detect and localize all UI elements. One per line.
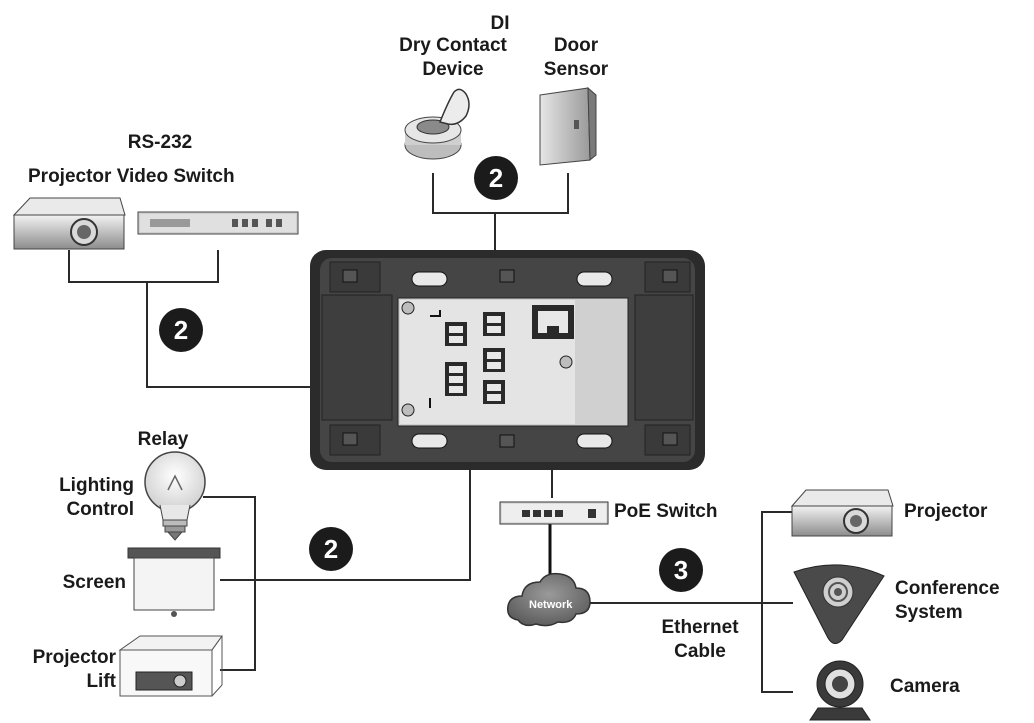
camera-icon	[809, 660, 871, 721]
endpoint-bracket	[761, 511, 793, 693]
projector-video-switch-label: Projector Video Switch	[28, 166, 235, 187]
dry-contact-device-label: Dry Contact Device	[378, 34, 528, 82]
ethernet-cable-label-line1: Ethernet	[661, 617, 739, 638]
projector-label: Projector	[904, 501, 988, 522]
lighting-control-label-line1: Lighting	[59, 475, 134, 496]
screen-label: Screen	[62, 572, 126, 593]
projector-lift-label: Projector Lift	[2, 646, 116, 694]
video-switch-icon	[137, 211, 299, 235]
door-sensor-label-line1: Door	[553, 35, 599, 56]
door-sensor-icon	[539, 86, 597, 166]
dry-contact-device-icon	[404, 88, 470, 160]
ethernet-cable-label: Ethernet Cable	[640, 616, 760, 664]
lighting-control-label: Lighting Control	[20, 474, 134, 522]
di-step-badge: 2	[474, 156, 518, 200]
dry-contact-device-label-line2: Device	[422, 59, 484, 80]
projection-screen-icon	[127, 547, 221, 617]
rs232-step-badge: 2	[159, 308, 203, 352]
relay-line-screen	[220, 440, 471, 581]
conference-system-label-line1: Conference	[895, 578, 1000, 599]
ethernet-cable-label-line2: Cable	[674, 641, 726, 662]
light-bulb-icon	[144, 451, 206, 541]
network-label: Network	[529, 599, 573, 611]
projector-lift-icon	[118, 635, 223, 697]
rs232-projector-icon	[12, 197, 126, 250]
camera-label: Camera	[890, 676, 960, 697]
poe-switch-icon	[499, 501, 609, 525]
projector-icon	[790, 489, 894, 537]
conference-system-label-line2: System	[895, 602, 963, 623]
relay-line-left	[203, 496, 256, 671]
projector-lift-label-line1: Projector	[32, 647, 116, 668]
rs232-label: RS-232	[127, 132, 193, 153]
door-sensor-label-line2: Sensor	[543, 59, 609, 80]
network-cloud-icon	[506, 572, 591, 627]
relay-label: Relay	[137, 429, 189, 450]
control-panel-device	[310, 250, 705, 470]
conference-system-icon	[793, 564, 885, 644]
di-label: DI	[490, 13, 510, 34]
door-sensor-label: Door Sensor	[532, 34, 620, 82]
dry-contact-device-label-line1: Dry Contact	[399, 35, 507, 56]
ethernet-step-badge: 3	[659, 548, 703, 592]
poe-switch-label: PoE Switch	[614, 501, 718, 522]
relay-step-badge: 2	[309, 527, 353, 571]
lighting-control-label-line2: Control	[66, 499, 134, 520]
conference-system-label: Conference System	[895, 577, 1000, 625]
projector-lift-label-line2: Lift	[86, 671, 116, 692]
